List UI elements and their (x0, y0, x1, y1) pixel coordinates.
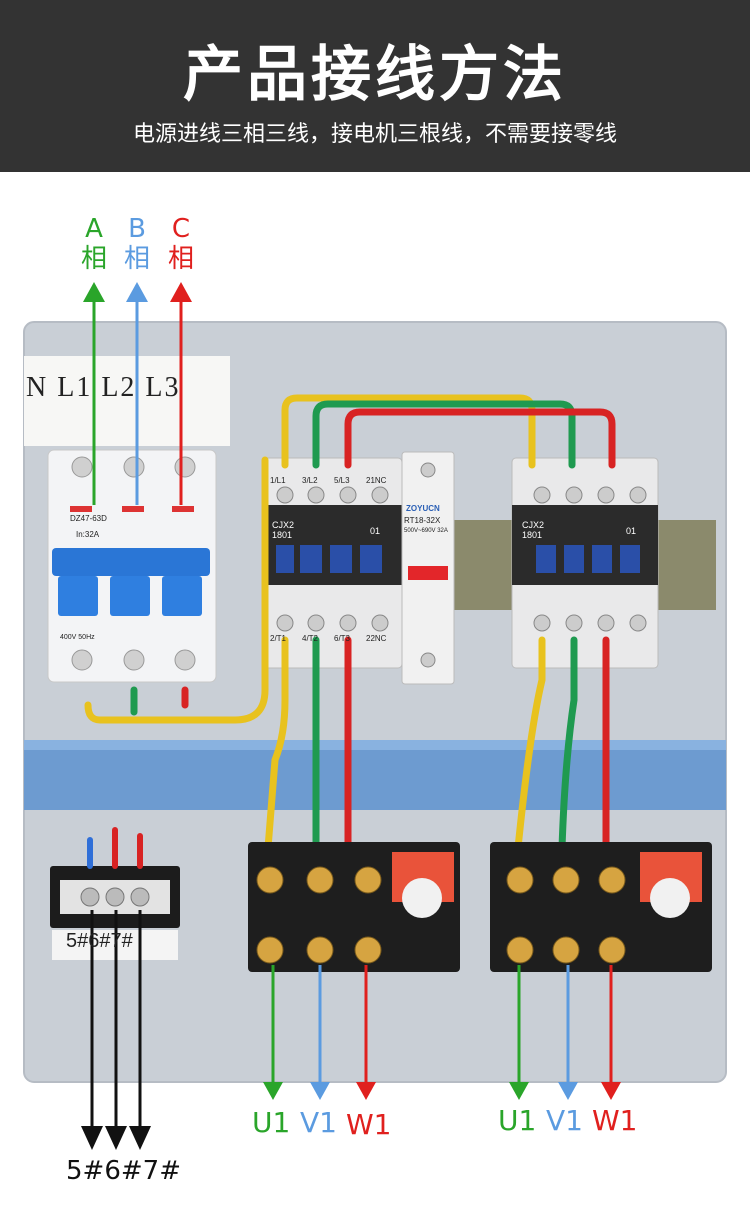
phase-c-suffix: 相 (167, 244, 194, 274)
contactor-left-code: 01 (370, 526, 381, 536)
contactor-left-bottom-2: 4/T2 (302, 634, 319, 643)
phase-a-suffix: 相 (80, 244, 107, 274)
contactor-left-top-2: 3/L2 (302, 476, 318, 485)
phase-c-label: C 相 (161, 214, 201, 274)
phase-b-label: B 相 (117, 214, 157, 274)
breaker-rating: In:32A (76, 530, 100, 539)
contactor-left-top-4: 21NC (366, 476, 387, 485)
header-banner: 产品接线方法 电源进线三相三线，接电机三根线，不需要接零线 (0, 0, 750, 172)
fuse-model: RT18-32X (404, 516, 441, 525)
output-right-u1: U1 (498, 1104, 537, 1137)
output-right-v1: V1 (546, 1104, 583, 1137)
fuse-brand: ZOYUCN (406, 504, 440, 513)
phase-b-letter: B (128, 214, 146, 244)
breaker-model: DZ47-63D (70, 514, 107, 523)
contactor-right (511, 457, 659, 669)
contactor-right-model: CJX2 1801 (522, 520, 545, 540)
page-title: 产品接线方法 (183, 40, 567, 110)
contactor-left-bottom-3: 6/T3 (334, 634, 351, 643)
terminal-tag: 5#6#7# (66, 930, 133, 952)
bottom-terminal-label: 5#6#7# (66, 1156, 181, 1186)
blue-trunking (24, 740, 726, 810)
thermal-relay-right (490, 842, 712, 972)
wiring (84, 394, 616, 852)
page-subtitle: 电源进线三相三线，接电机三根线，不需要接零线 (132, 122, 617, 147)
contactor-left-bottom-1: 2/T1 (270, 634, 287, 643)
contactor-left-top-1: 1/L1 (270, 476, 286, 485)
fuse-holder (401, 451, 455, 685)
contactor-left-model: CJX2 1801 (272, 520, 295, 540)
phase-a-letter: A (85, 214, 103, 244)
phase-c-letter: C (171, 214, 191, 244)
line-labels: N L1 L2 L3 (26, 372, 181, 403)
output-left-u1: U1 (252, 1106, 291, 1139)
contactor-right-code: 01 (626, 526, 637, 536)
fuse-rating: 500V~690V 32A (404, 528, 448, 534)
output-left-w1: W1 (346, 1108, 392, 1141)
output-left-v1: V1 (300, 1106, 337, 1139)
phase-a-label: A 相 (74, 214, 114, 274)
phase-b-suffix: 相 (123, 244, 150, 274)
circuit-breaker (47, 449, 217, 683)
thermal-relay-left (248, 842, 460, 972)
contactor-left-top-3: 5/L3 (334, 476, 350, 485)
output-right-w1: W1 (592, 1104, 638, 1137)
contactor-left-bottom-4: 22NC (366, 634, 387, 643)
breaker-voltage: 400V 50Hz (60, 634, 95, 641)
line-label-paper (24, 356, 230, 446)
